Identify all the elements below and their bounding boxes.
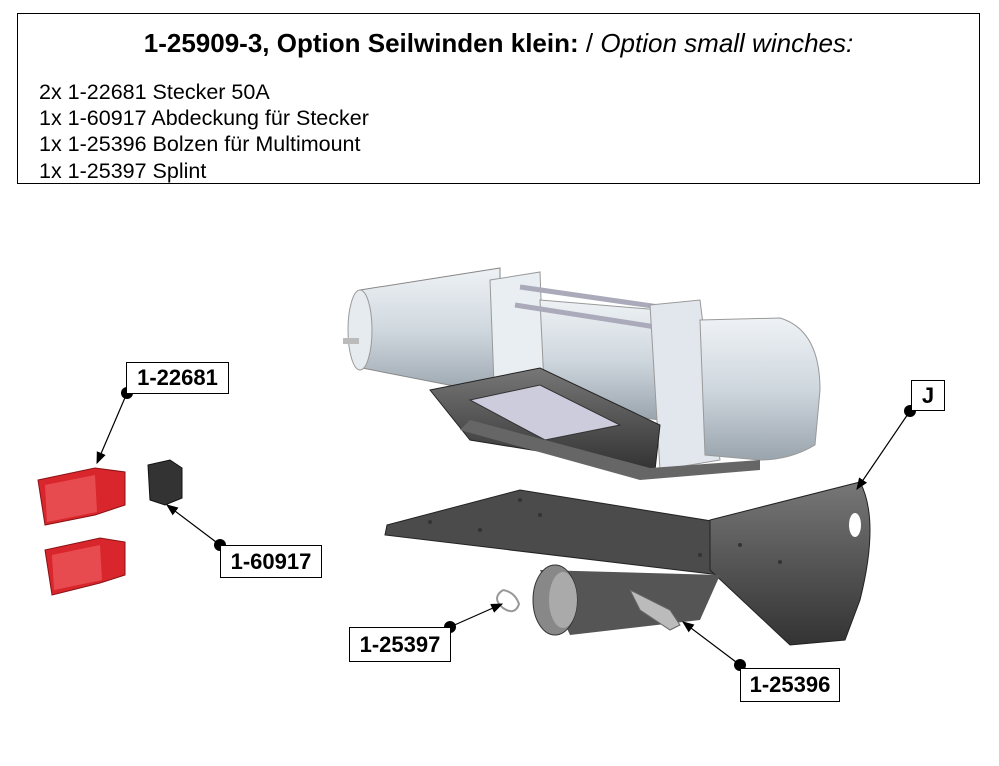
multimount-plate <box>384 481 871 646</box>
parts-list-item: 2x 1-22681 Stecker 50A <box>39 80 270 104</box>
parts-list-item: 1x 1-25397 Splint <box>39 159 207 183</box>
parts-list-item: 1x 1-25396 Bolzen für Multimount <box>39 132 361 156</box>
parts-list-title: 1-25909-3, Option Seilwinden klein: / Op… <box>18 28 979 59</box>
connector-50a <box>37 467 126 526</box>
connector-50a <box>44 537 126 596</box>
connector-cover <box>147 459 183 506</box>
callout-1-60917: 1-60917 <box>220 545 322 578</box>
leader-lines <box>96 392 911 666</box>
callout-1-25396: 1-25396 <box>740 668 840 702</box>
callout-j: J <box>911 380 945 411</box>
callout-1-25397: 1-25397 <box>349 627 451 662</box>
parts-list-box: 1-25909-3, Option Seilwinden klein: / Op… <box>17 13 980 184</box>
callout-1-22681: 1-22681 <box>126 362 229 394</box>
title-english: Option small winches: <box>600 28 854 58</box>
parts-list-item: 1x 1-60917 Abdeckung für Stecker <box>39 106 369 130</box>
winch <box>343 267 821 480</box>
title-separator: / <box>578 28 601 58</box>
title-german: 1-25909-3, Option Seilwinden klein: <box>143 28 579 58</box>
